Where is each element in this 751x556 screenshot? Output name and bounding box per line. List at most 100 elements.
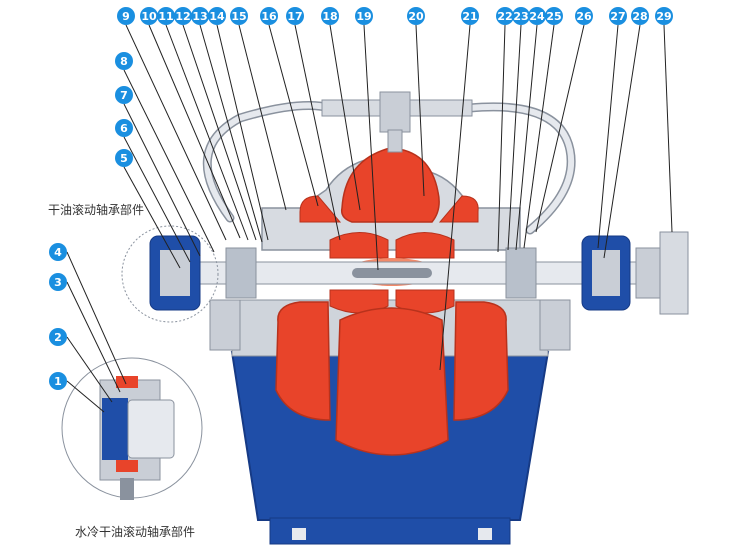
leader-line-29 [663,24,673,233]
leader-line-26 [535,24,585,233]
callout-17: 17 [286,7,304,25]
pipe-valve [379,91,411,133]
base-slot-left [292,528,306,540]
leader-line-10 [148,24,241,239]
leader-line-13 [199,24,263,243]
leader-line-20 [415,24,425,197]
callout-12-text: 12 [175,10,190,23]
callout-16: 16 [260,7,278,25]
callout-5: 5 [115,149,133,167]
right-seal [505,247,537,299]
callout-9-text: 9 [122,10,130,23]
callout-22-text: 22 [497,10,512,23]
callout-13-text: 13 [192,10,207,23]
callout-23: 23 [512,7,530,25]
upper-volute [340,147,440,223]
callout-24: 24 [528,7,546,25]
callout-19-text: 19 [356,10,371,23]
left-bearing [160,250,190,296]
leader-line-5 [123,166,181,269]
callout-5-text: 5 [120,152,128,165]
callout-25-text: 25 [546,10,561,23]
leader-line-15 [238,24,287,211]
water-cooled-bearing-detail [61,357,203,500]
callout-12: 12 [174,7,192,25]
callout-8-text: 8 [120,55,128,68]
balance-pipe [202,91,576,235]
callout-11-text: 11 [158,10,173,23]
leader-line-4 [66,251,127,385]
shaft-keyway [352,268,432,278]
leader-line-25 [523,24,555,249]
shaft-assembly [149,231,689,315]
leader-line-22 [497,24,506,253]
callout-9: 9 [117,7,135,25]
callout-17-text: 17 [287,10,302,23]
callout-1-text: 1 [54,375,62,388]
callout-14-text: 14 [209,10,225,23]
leader-line-23 [507,24,522,251]
impeller-vane-right-bottom [395,289,455,314]
callout-1: 1 [49,372,67,390]
leader-line-9 [125,24,227,241]
lower-volute-right [453,301,509,421]
right-bearing [592,250,620,296]
callout-13: 13 [191,7,209,25]
callout-4-text: 4 [54,246,62,259]
callout-10: 10 [140,7,158,25]
callout-23-text: 23 [513,10,528,23]
dry-oil-bearing-detail [121,225,219,323]
leader-line-24 [515,24,538,251]
dry-oil-bearing-label: 干油滚动轴承部件 [48,202,144,217]
right-flange [539,299,571,351]
lower-volute-left [275,301,331,421]
callout-3-text: 3 [54,276,62,289]
leader-line-2 [66,336,113,403]
coupling [635,247,663,299]
leader-line-1 [66,380,105,413]
callout-21: 21 [461,7,479,25]
leader-lines [66,24,673,413]
callout-8: 8 [115,52,133,70]
callout-26-text: 26 [576,10,592,23]
callout-14: 14 [208,7,226,25]
leader-line-14 [216,24,269,241]
left-flange [209,299,241,351]
base-slot-right [478,528,492,540]
leader-line-18 [329,24,361,211]
callout-19: 19 [355,7,373,25]
callout-26: 26 [575,7,593,25]
callout-29-text: 29 [656,10,671,23]
casing-base [269,517,511,545]
callout-7-text: 7 [120,89,128,102]
callout-22: 22 [496,7,514,25]
callout-18: 18 [321,7,339,25]
callout-10-text: 10 [141,10,157,23]
leader-line-7 [123,103,201,257]
callout-20: 20 [407,7,425,25]
impeller-volute [275,147,509,456]
leader-line-21 [439,24,471,371]
callout-2-text: 2 [54,331,62,344]
callout-3: 3 [49,273,67,291]
callout-29: 29 [655,7,673,25]
callout-11: 11 [157,7,175,25]
pipe-stem [387,129,403,153]
upper-right-passage [438,195,479,223]
callout-27: 27 [609,7,627,25]
impeller-vane-right-top [395,232,455,259]
leader-line-8 [123,69,215,253]
left-seal [225,247,257,299]
callout-28-text: 28 [632,10,647,23]
callout-21-text: 21 [462,10,477,23]
callout-15: 15 [230,7,248,25]
leader-line-12 [182,24,257,241]
callout-27-text: 27 [610,10,625,23]
water-cooled-bearing-label: 水冷干油滚动轴承部件 [75,524,195,539]
callout-18-text: 18 [322,10,337,23]
leader-line-19 [363,24,379,271]
callout-16-text: 16 [261,10,277,23]
callout-7: 7 [115,86,133,104]
